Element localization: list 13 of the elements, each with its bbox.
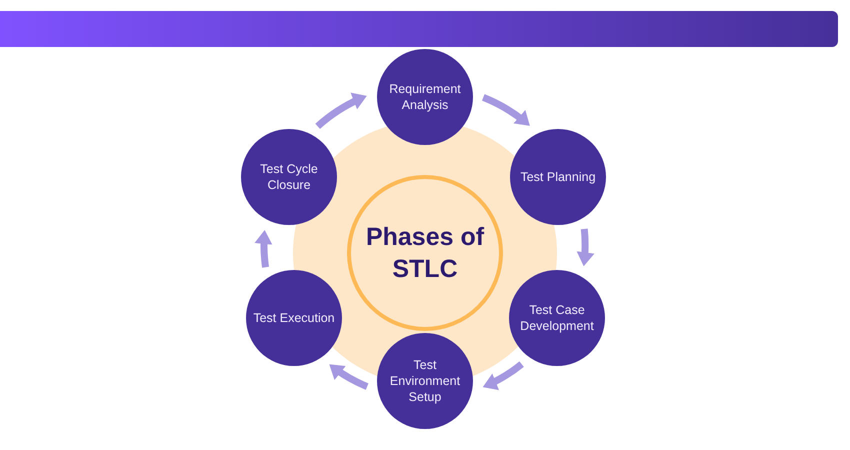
curved-arrow	[254, 230, 273, 268]
phase-label: Requirement Analysis	[388, 81, 462, 113]
curved-arrow	[315, 92, 368, 129]
curved-arrow	[576, 228, 594, 267]
curved-arrow	[327, 362, 369, 390]
curved-arrow	[482, 94, 532, 129]
phase-label: Test Execution	[252, 310, 336, 326]
phase-label: Test Planning	[519, 169, 597, 185]
phase-label: Test Case Development	[519, 302, 595, 334]
curved-arrow	[481, 361, 524, 390]
phase-label: Test Environment Setup	[388, 357, 462, 405]
phase-label: Test Cycle Closure	[259, 161, 319, 193]
hub-title: Phases of STLC	[364, 222, 486, 285]
